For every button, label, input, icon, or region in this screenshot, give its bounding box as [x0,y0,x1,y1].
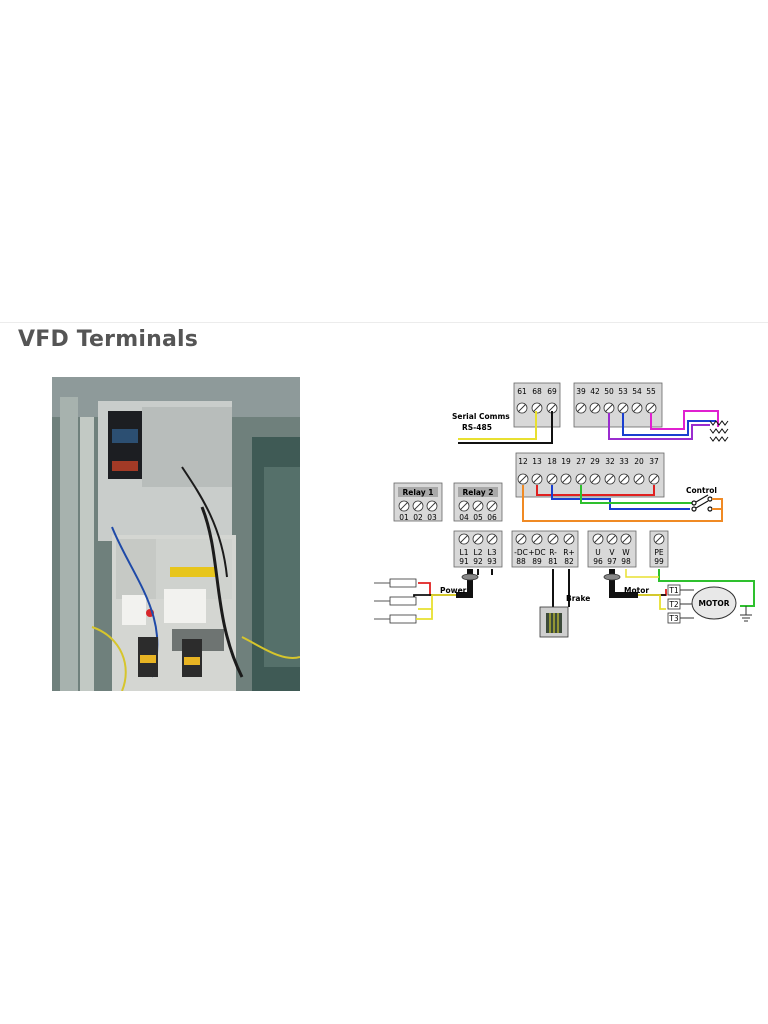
terminal-label: 29 [590,457,600,466]
rs485-wire-yellow [458,411,537,440]
terminal-label: 69 [547,387,557,396]
vfd-wiring-diagram: 61 68 69 39 42 50 53 54 55 Serial Comms … [374,382,755,638]
terminal-label: +DC [528,548,545,557]
terminal-label: 04 [459,513,469,522]
motor-terminal-block: U V W 96 97 98 [587,530,637,568]
control-switch-icon [691,494,713,512]
terminal-label: 02 [413,513,423,522]
terminal-label: 99 [654,557,664,566]
rs485-wire-black [458,411,553,444]
terminal-label: 39 [576,387,586,396]
terminal-label: V [609,548,615,557]
terminal-label: 93 [487,557,497,566]
terminal-label: 81 [548,557,558,566]
terminal-label: 33 [619,457,629,466]
ground-icon [740,606,752,622]
terminal-label: 19 [561,457,571,466]
t3-label: T3 [668,614,679,623]
power-terminal-block: L1 L2 L3 91 92 93 [453,530,503,568]
control-wire-blue [551,485,690,510]
terminal-label: 68 [532,387,542,396]
terminal-label: PE [654,548,664,557]
terminal-label: 01 [399,513,409,522]
terminal-label: 54 [632,387,642,396]
terminal-label: 12 [518,457,528,466]
io-terminal-block: 39 42 50 53 54 55 [573,382,663,428]
control-terminal-block: 12 13 18 19 27 29 32 33 20 37 [515,452,665,498]
t1-label: T1 [668,586,679,595]
rs485-label: RS-485 [462,423,492,432]
terminal-label: 88 [516,557,526,566]
terminal-label: 05 [473,513,483,522]
terminal-label: 27 [576,457,586,466]
terminal-label: 53 [618,387,628,396]
terminal-label: 61 [517,387,527,396]
motor-cable-label: Motor [624,586,649,595]
terminal-label: 18 [547,457,557,466]
motor-label: MOTOR [698,599,729,608]
terminal-label: 98 [621,557,631,566]
terminal-label: 82 [564,557,574,566]
fuse-icon [374,578,417,624]
relay1-title: Relay 1 [403,488,434,497]
control-wire-orange [522,485,723,522]
control-wire-red [536,485,655,496]
serial-comms-label: Serial Comms [452,412,510,421]
terminal-label: L2 [474,548,483,557]
slide-title: VFD Terminals [18,327,199,352]
power-label: Power [440,586,467,595]
terminal-label: 89 [532,557,542,566]
terminal-label: 20 [634,457,644,466]
terminal-label: 03 [427,513,437,522]
motor-icon: MOTOR [691,586,737,620]
terminal-label: 06 [487,513,497,522]
terminal-label: L3 [488,548,497,557]
control-label: Control [686,486,717,495]
relay2-title: Relay 2 [463,488,494,497]
brake-label: Brake [566,594,590,603]
analog-wire-purple [608,413,710,440]
relay1-block: Relay 1 01 02 03 [393,482,443,522]
pe-terminal-block: PE 99 [649,530,669,568]
terminal-label: 97 [607,557,617,566]
terminal-label: -DC [514,548,528,557]
terminal-label: 55 [646,387,656,396]
potentiometer-icon [709,420,729,426]
control-wire-green [580,485,692,504]
terminal-label: 13 [532,457,542,466]
terminal-label: 32 [605,457,615,466]
terminal-label: 50 [604,387,614,396]
terminal-label: 92 [473,557,483,566]
motor-terminals: T1 T2 T3 [667,584,694,624]
slide: VFD Terminals [0,322,768,703]
brake-resistor-icon [539,606,569,638]
relay2-block: Relay 2 04 05 06 [453,482,503,522]
terminal-label: 37 [649,457,659,466]
terminal-label: U [595,548,601,557]
t2-label: T2 [668,600,679,609]
terminal-label: 91 [459,557,469,566]
dc-brake-terminal-block: -DC +DC R- R+ 88 89 81 82 [511,530,579,568]
terminal-label: R+ [563,548,575,557]
vfd-cabinet-photo [52,377,300,691]
terminal-label: W [622,548,630,557]
terminal-label: 96 [593,557,603,566]
terminal-label: R- [549,548,557,557]
analog-wire-magenta [650,410,719,430]
terminal-label: L1 [460,548,469,557]
terminal-label: 42 [590,387,600,396]
analog-wire-blue [622,413,716,436]
